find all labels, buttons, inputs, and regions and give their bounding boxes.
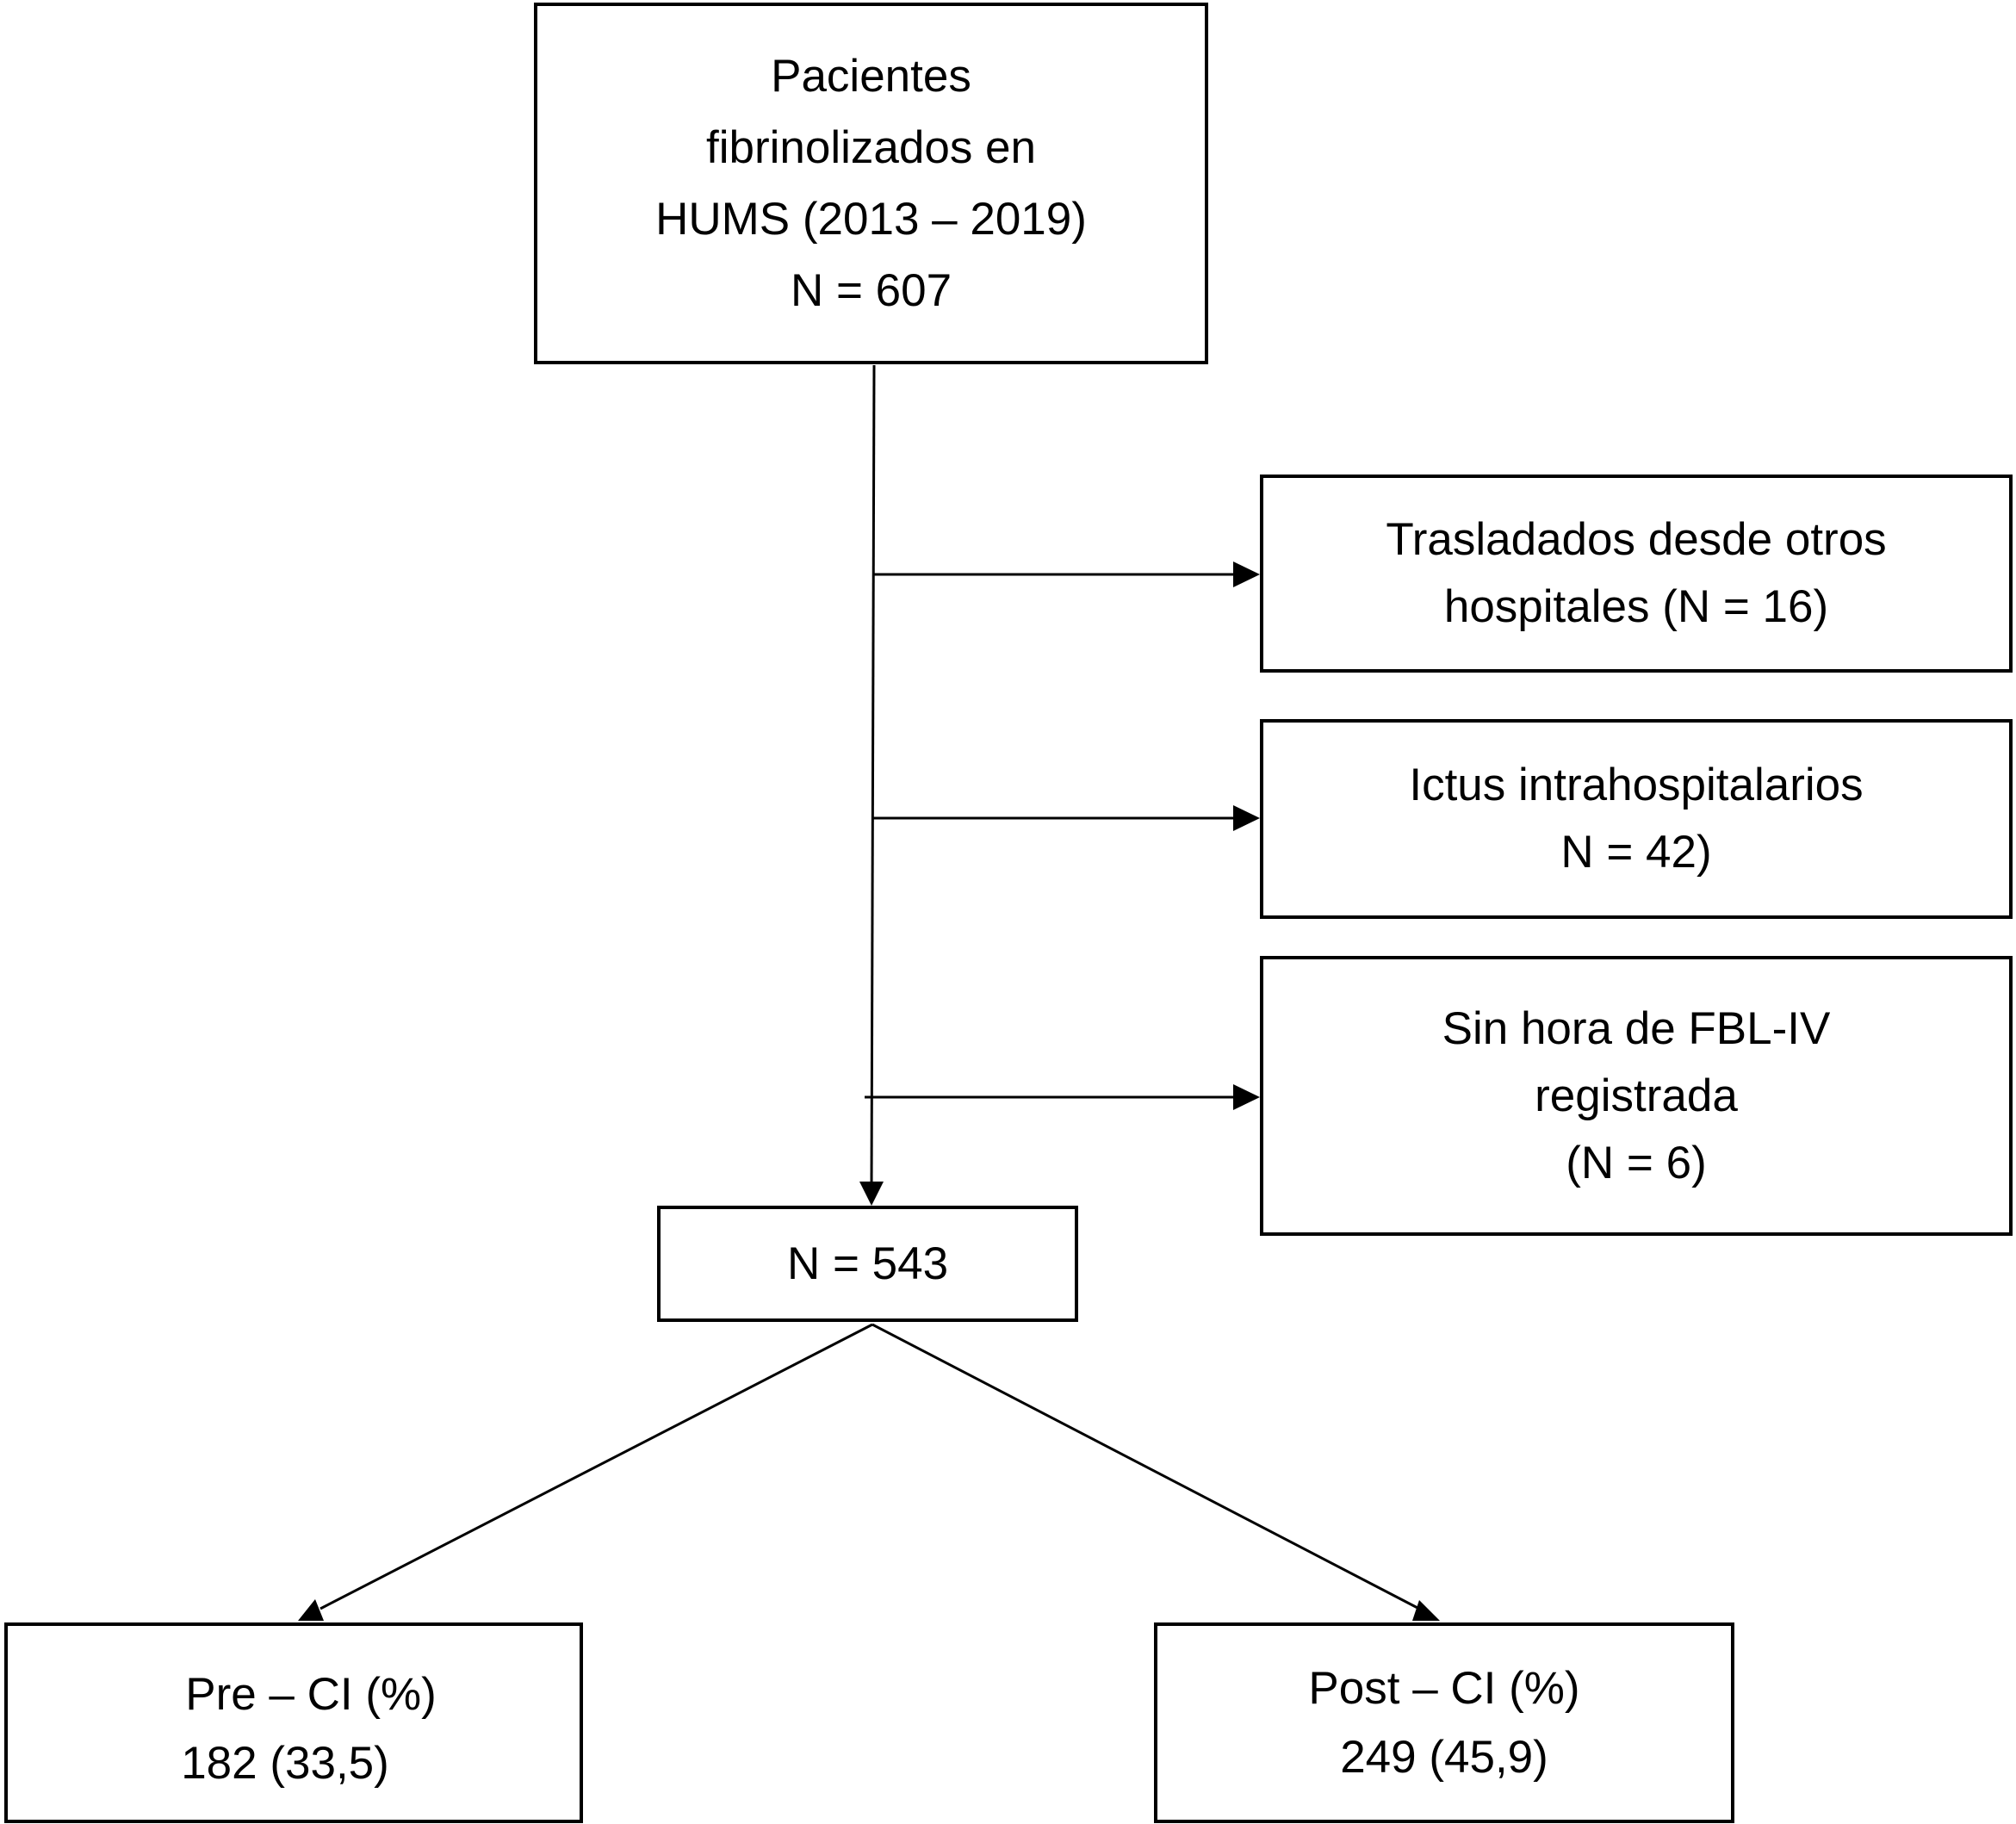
arrowhead-exclusion-2 [1233, 805, 1260, 831]
post-ci-label: Post – CI (%) [1308, 1662, 1580, 1714]
post-ci-value: 249 (45,9) [1340, 1731, 1548, 1783]
connector-to-pre [319, 1323, 873, 1610]
post-ci-group-box: Post – CI (%) 249 (45,9) [1154, 1622, 1734, 1823]
included-count: N = 543 [786, 1238, 949, 1289]
root-population-box: Pacientes fibrinolizados en HUMS (2013 –… [534, 3, 1208, 364]
exclusion-1-line-1: Trasladados desde otros [1386, 514, 1887, 565]
exclusion-1-line-2: hospitales (N = 16) [1443, 581, 1829, 632]
exclusion-2-line-1: Ictus intrahospitalarios [1409, 760, 1864, 810]
arrowhead-post [1412, 1600, 1440, 1621]
root-line-2: fibrinolizados en [705, 122, 1036, 173]
root-line-1: Pacientes [771, 51, 971, 102]
exclusion-box-no-time-recorded: Sin hora de FBL-IV registrada (N = 6) [1260, 956, 2013, 1236]
exclusion-box-transferred: Trasladados desde otros hospitales (N = … [1260, 475, 2013, 673]
pre-ci-group-box: Pre – CI (%) 182 (33,5) [4, 1622, 583, 1823]
exclusion-2-line-2: N = 42) [1560, 827, 1712, 878]
connector-to-post [872, 1323, 1420, 1610]
arrowhead-exclusion-3 [1233, 1084, 1260, 1110]
pre-ci-value: 182 (33,5) [181, 1738, 389, 1789]
exclusion-3-line-3: (N = 6) [1566, 1137, 1707, 1188]
arrowhead-exclusion-1 [1233, 561, 1260, 587]
root-line-3: HUMS (2013 – 2019) [655, 194, 1087, 245]
arrowhead-included [859, 1182, 884, 1206]
included-population-box: N = 543 [657, 1206, 1078, 1322]
root-line-4: N = 607 [790, 265, 952, 316]
connector-root-to-included [870, 364, 876, 1188]
exclusion-3-line-1: Sin hora de FBL-IV [1442, 1002, 1831, 1054]
pre-ci-label: Pre – CI (%) [185, 1669, 437, 1720]
exclusion-3-line-2: registrada [1535, 1070, 1738, 1121]
exclusion-box-inhospital-stroke: Ictus intrahospitalarios N = 42) [1260, 719, 2013, 919]
arrowhead-pre [298, 1599, 324, 1621]
